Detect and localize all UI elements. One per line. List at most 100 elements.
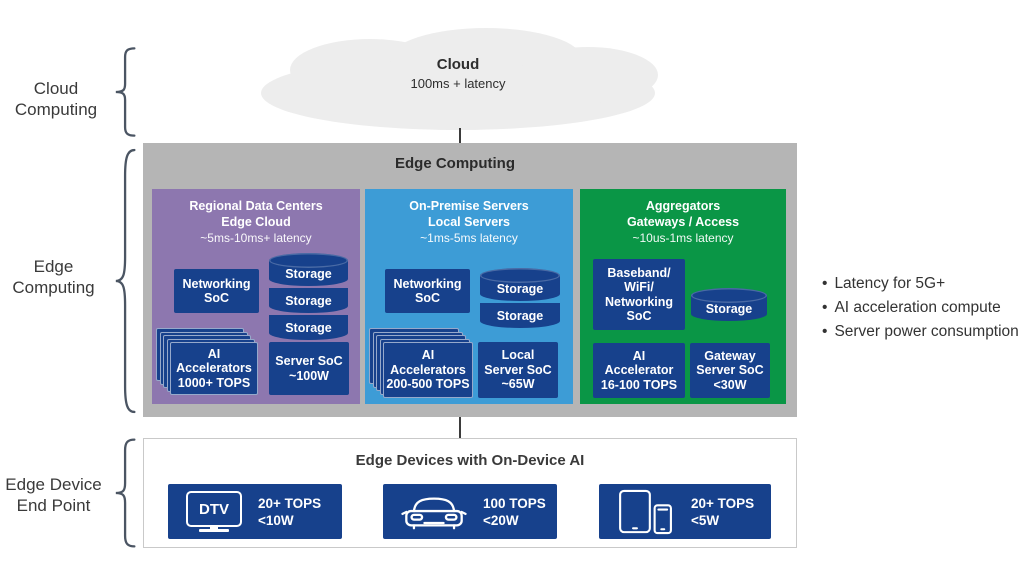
note-text: Server power consumption	[834, 323, 1019, 340]
box-label-line: SoC	[204, 291, 229, 305]
box-label-line: 1000+ TOPS	[177, 375, 251, 390]
box-label-line: Accelerators	[390, 362, 466, 377]
panel-title: Aggregators Gateways / Access ~10us-1ms …	[580, 198, 786, 246]
box-label-line: <30W	[713, 377, 747, 392]
device-mobile: 20+ TOPS <5W	[599, 484, 771, 539]
box-label-line: Accelerators	[176, 361, 252, 376]
bullet: •	[822, 275, 828, 292]
ai-accelerators-stack: AI Accelerators 200-500 TOPS	[369, 328, 473, 398]
edge-computing-title: Edge Computing	[395, 155, 515, 172]
label-edge-device-end-point: Edge Device End Point	[5, 475, 102, 515]
edge-devices-title: Edge Devices with On-Device AI	[355, 452, 585, 469]
box-label-line: AI	[632, 348, 646, 363]
panel-title-line: Local Servers	[428, 215, 510, 229]
gateway-server-soc-box: Gateway Server SoC <30W	[690, 343, 770, 398]
panel-title-line: Gateways / Access	[626, 215, 740, 229]
note-text: Latency for 5G+	[834, 275, 946, 292]
networking-soc-box: Networking SoC	[385, 269, 470, 313]
storage-label: Storage	[285, 266, 332, 281]
box-label-line: ~65W	[501, 377, 535, 392]
panel-latency: ~5ms-10ms+ latency	[200, 231, 312, 245]
spec-line: <20W	[483, 512, 519, 528]
note-item: •Server power consumption	[822, 320, 1019, 344]
ai-accelerator-box: AI Accelerator 16-100 TOPS	[593, 343, 685, 398]
box-label-line: Server SoC	[696, 363, 764, 378]
storage-cylinder-cap	[480, 268, 560, 283]
panel-latency: ~10us-1ms latency	[632, 231, 734, 245]
panel-title-line: Edge Cloud	[221, 215, 291, 229]
spec-line: <5W	[691, 512, 720, 528]
box-label-line: Accelerator	[604, 363, 674, 378]
panel-aggregators: Aggregators Gateways / Access ~10us-1ms …	[580, 189, 786, 404]
box-label-line: ~100W	[289, 368, 329, 383]
bullet: •	[822, 299, 828, 316]
note-text: AI acceleration compute	[834, 299, 1001, 316]
cloud-icon	[261, 28, 658, 130]
spec-line: 100 TOPS	[483, 495, 546, 511]
box-label-line: Networking	[393, 276, 462, 291]
panel-title: Regional Data Centers Edge Cloud ~5ms-10…	[152, 198, 360, 246]
device-automotive: 100 TOPS <20W	[383, 484, 557, 539]
dtv-icon: DTV	[186, 491, 242, 532]
box-label-line: Gateway	[704, 348, 756, 363]
panel-title-line: On-Premise Servers	[409, 199, 529, 213]
car-icon	[401, 496, 467, 529]
storage-stack: Storage	[691, 288, 767, 323]
brace-edge-tier	[112, 146, 136, 416]
box-label-line: Server SoC	[275, 354, 343, 368]
panel-title: On-Premise Servers Local Servers ~1ms-5m…	[365, 198, 573, 246]
label-cloud-computing: Cloud Computing	[14, 79, 98, 119]
baseband-wifi-networking-soc-box: Baseband/ WiFi/ Networking SoC	[593, 259, 685, 330]
box-label-line: 200-500 TOPS	[386, 377, 470, 392]
box-label-line: WiFi/	[624, 280, 654, 294]
brace-cloud-tier	[112, 47, 136, 137]
storage-cylinder: Storage	[269, 288, 348, 315]
spec-line: <10W	[258, 512, 294, 528]
label-edge-computing: Edge Computing	[12, 257, 95, 297]
dtv-label: DTV	[199, 500, 229, 518]
box-label-line: SoC	[626, 309, 652, 323]
box-label-line: Networking	[604, 294, 674, 309]
box-label-line: Local	[501, 348, 535, 363]
box-label-line: SoC	[415, 291, 440, 305]
panel-regional-data-centers: Regional Data Centers Edge Cloud ~5ms-10…	[152, 189, 360, 404]
panel-title-line: Aggregators	[645, 199, 721, 213]
box-label-line: AI	[421, 348, 435, 363]
ai-accelerators-box: AI Accelerators 200-500 TOPS	[383, 342, 473, 398]
connector-edge-to-devices	[459, 417, 461, 438]
local-server-soc-box: Local Server SoC ~65W	[478, 342, 558, 398]
storage-label: Storage	[496, 281, 544, 296]
tablet-phone-icon	[619, 489, 672, 534]
spec-line: 20+ TOPS	[258, 495, 322, 511]
server-soc-box: Server SoC ~100W	[269, 342, 349, 395]
storage-label: Storage	[705, 301, 753, 316]
storage-stack: Storage Storage Storage	[269, 253, 348, 342]
panel-latency: ~1ms-5ms latency	[420, 231, 518, 245]
ai-accelerators-stack: AI Accelerators 1000+ TOPS	[156, 328, 258, 395]
networking-soc-box: Networking SoC	[174, 269, 259, 313]
cloud-title: Cloud	[436, 56, 480, 73]
storage-label: Storage	[285, 320, 332, 335]
connector-cloud-to-edge	[459, 128, 461, 144]
panel-on-premise-servers: On-Premise Servers Local Servers ~1ms-5m…	[365, 189, 573, 404]
spec-line: 20+ TOPS	[691, 495, 755, 511]
device-specs: 20+ TOPS <5W	[691, 495, 754, 529]
box-label-line: AI	[207, 346, 221, 361]
cloud-label-group: Cloud 100ms + latency	[358, 56, 558, 91]
box-label-line: Server SoC	[484, 362, 552, 377]
note-item: • AI acceleration compute	[822, 296, 1019, 320]
box-label-line: Baseband/	[607, 265, 671, 280]
storage-stack: Storage Storage	[480, 268, 560, 330]
storage-cylinder: Storage	[269, 315, 348, 342]
brace-device-tier	[112, 438, 136, 548]
storage-label: Storage	[285, 293, 332, 308]
note-item: • Latency for 5G+	[822, 272, 1019, 296]
storage-cylinder-cap	[269, 253, 348, 268]
cloud-latency: 100ms + latency	[410, 76, 506, 91]
ai-accelerators-box: AI Accelerators 1000+ TOPS	[170, 342, 258, 395]
key-considerations-list: • Latency for 5G+ • AI acceleration comput…	[822, 272, 1019, 344]
device-dtv: DTV 20+ TOPS <10W	[168, 484, 342, 539]
storage-cylinder-cap	[691, 288, 767, 303]
box-label-line: 16-100 TOPS	[600, 377, 678, 392]
